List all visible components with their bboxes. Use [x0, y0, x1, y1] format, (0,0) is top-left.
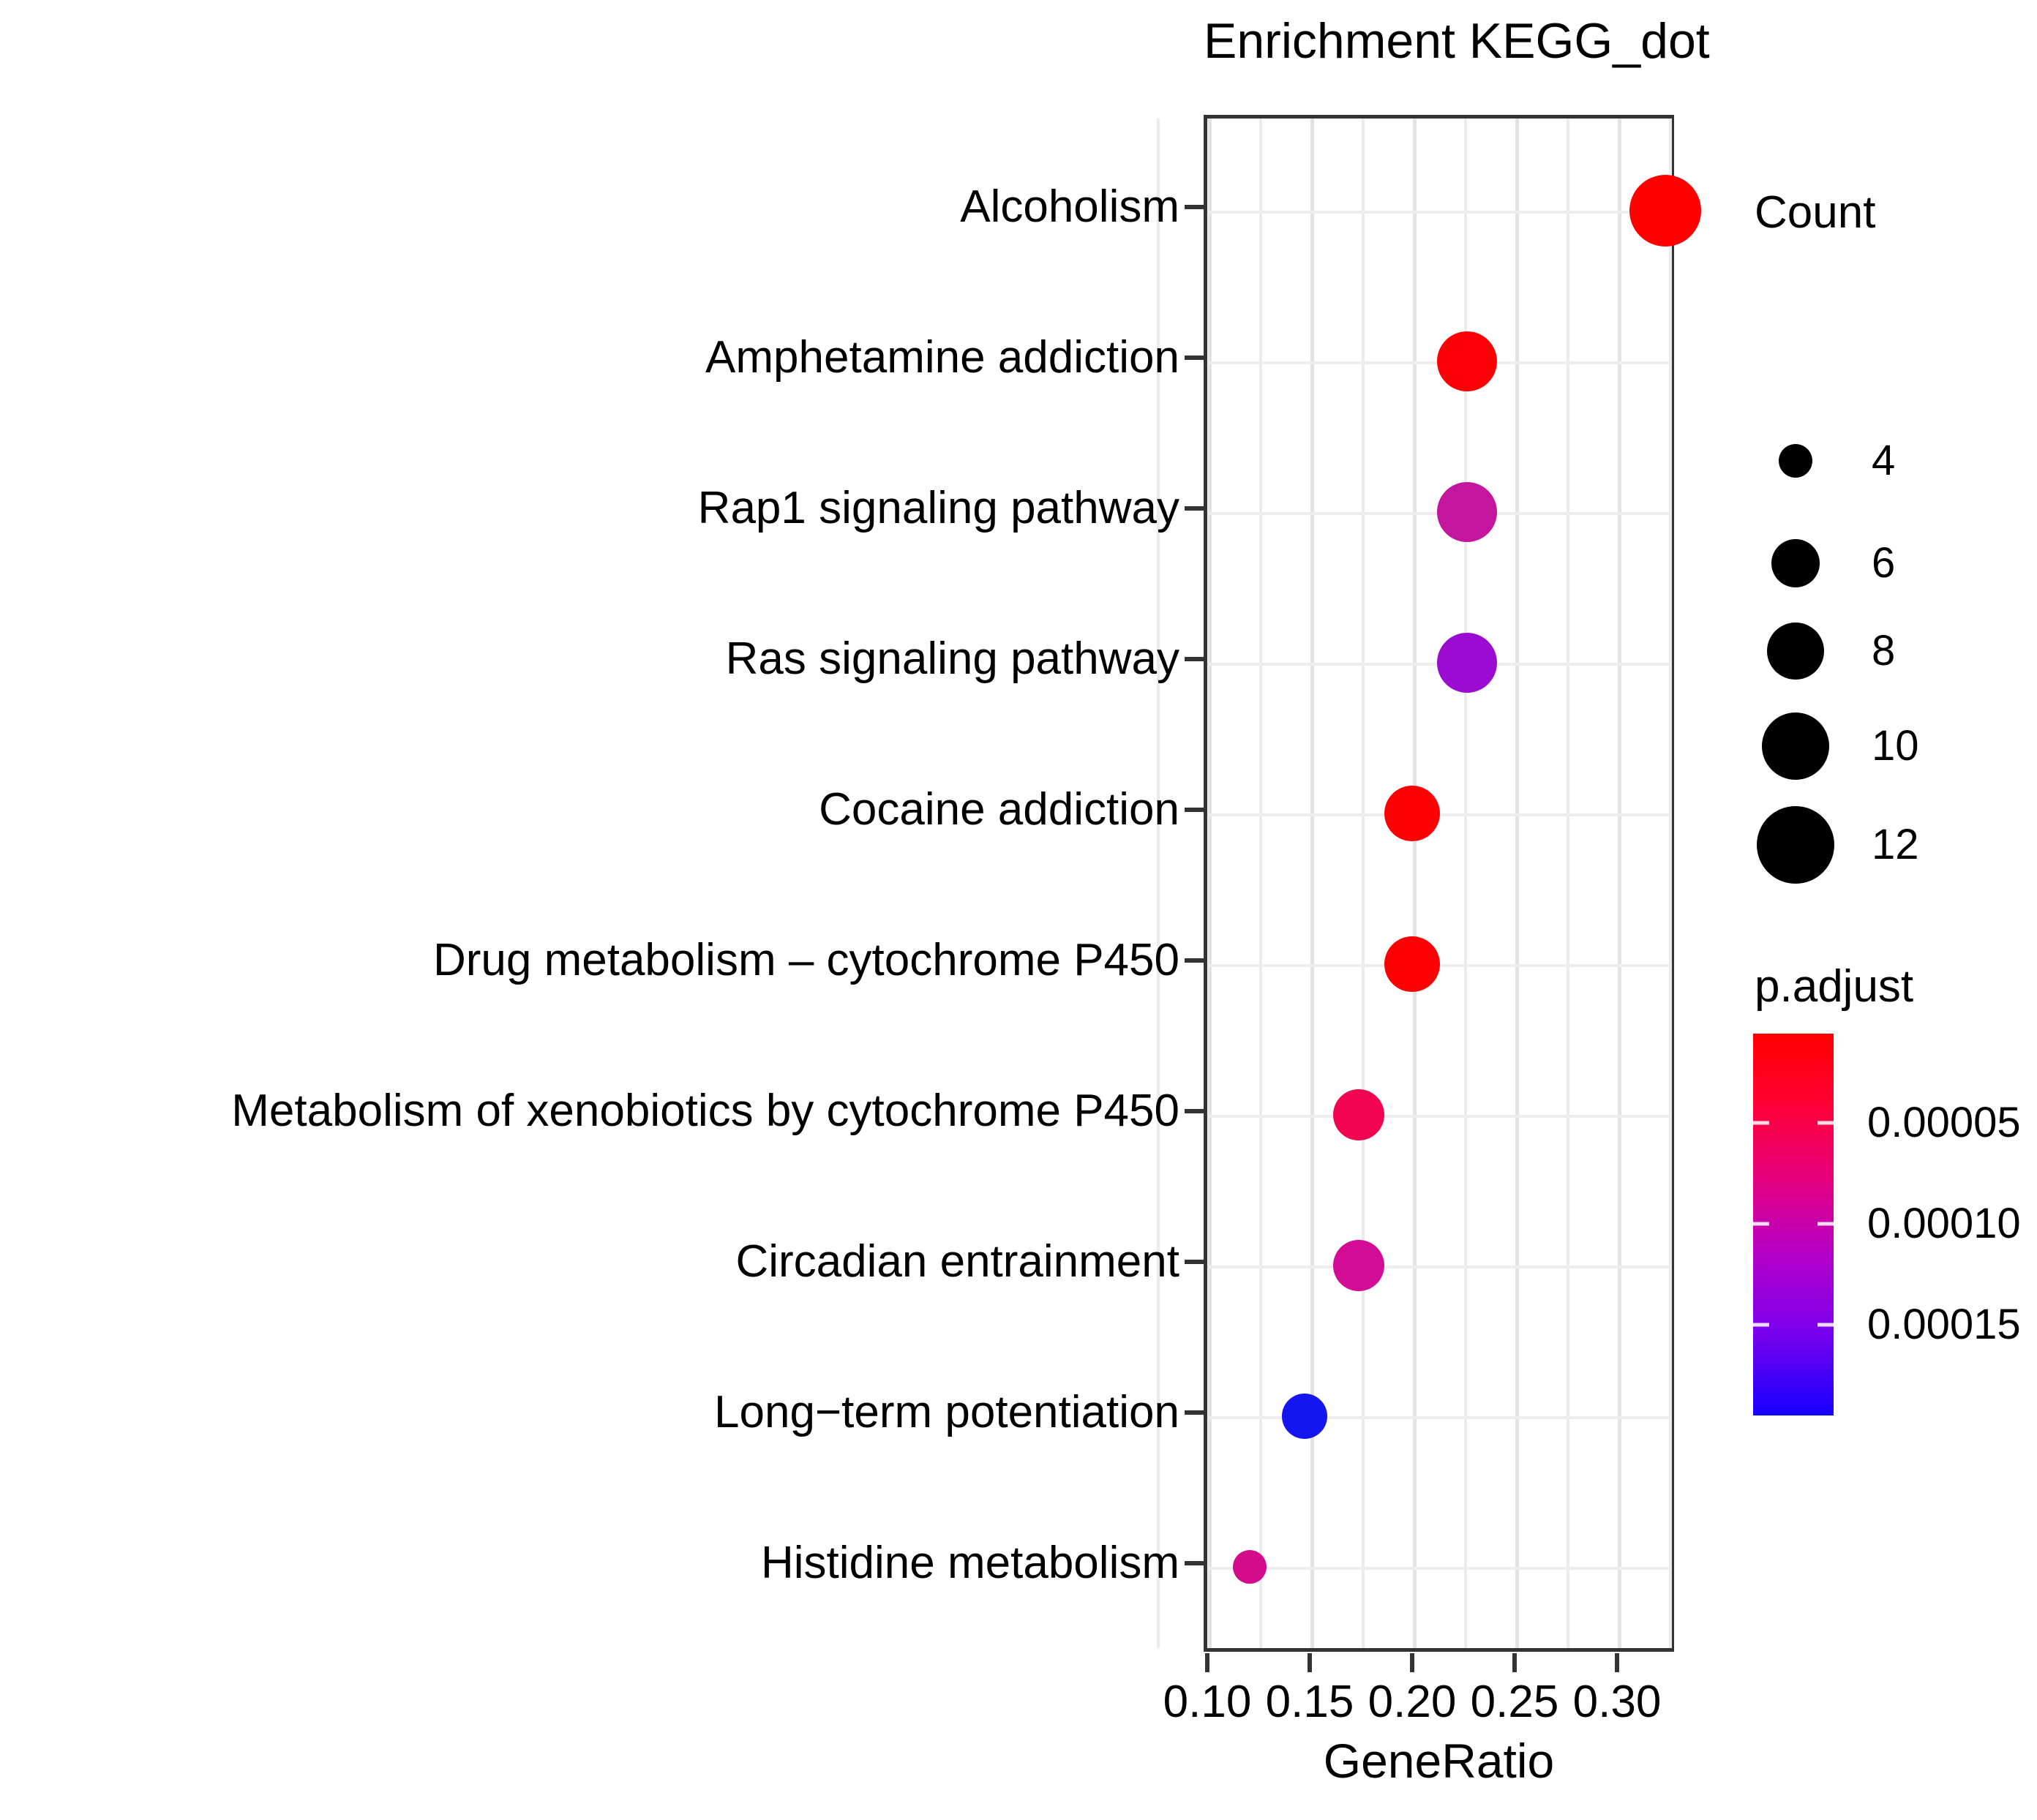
y-axis-tick — [1185, 1260, 1204, 1264]
colorbar-ticklabel: 0.00010 — [1867, 1200, 2021, 1247]
legend-count-dot-4 — [1779, 444, 1812, 478]
data-point[interactable] — [1384, 786, 1440, 841]
y-axis-tick — [1185, 1109, 1204, 1113]
legend-count-label: 8 — [1872, 627, 1896, 674]
x-axis-ticklabel: 0.25 — [1470, 1677, 1559, 1727]
legend-count-dot-8 — [1767, 623, 1824, 680]
gridline-v-major — [1310, 119, 1314, 1648]
colorbar-tick — [1817, 1222, 1834, 1226]
y-axis-label-drug-metabolism: Drug metabolism – cytochrome P450 — [432, 935, 1179, 985]
colorbar-tick — [1753, 1222, 1769, 1226]
legend-count-title: Count — [1755, 187, 1876, 238]
gridline-v-major — [1515, 119, 1519, 1648]
x-axis-tick — [1308, 1653, 1312, 1672]
y-axis-label-cocaine: Cocaine addiction — [819, 784, 1179, 835]
y-axis-label-rap1: Rap1 signaling pathway — [697, 483, 1179, 533]
x-axis-tick — [1512, 1653, 1517, 1672]
colorbar-tick — [1817, 1121, 1834, 1125]
legend-count-dot-6 — [1771, 539, 1820, 587]
y-axis-tick — [1185, 205, 1204, 209]
y-axis-label-ras: Ras signaling pathway — [725, 633, 1179, 684]
legend-count-dot-12 — [1757, 806, 1834, 884]
gridline-v-minor — [1157, 119, 1160, 1648]
x-axis-tick — [1615, 1653, 1619, 1672]
x-axis-title: GeneRatio — [1323, 1734, 1555, 1788]
y-axis-tick — [1185, 356, 1204, 360]
gridline-h — [1207, 211, 1670, 214]
legend-count-label: 6 — [1872, 539, 1896, 587]
y-axis-tick — [1185, 657, 1204, 661]
y-axis-tick — [1185, 958, 1204, 963]
colorbar-tick — [1753, 1121, 1769, 1125]
gridline-v-major — [1618, 119, 1621, 1648]
colorbar-tick — [1817, 1323, 1834, 1327]
legend-padjust-title: p.adjust — [1755, 961, 1914, 1012]
data-point[interactable] — [1233, 1550, 1267, 1584]
gridline-h — [1207, 1266, 1670, 1268]
y-axis-tick — [1185, 1410, 1204, 1415]
legend-count-dot-10 — [1762, 712, 1829, 780]
legend-count-label: 12 — [1872, 821, 1919, 868]
x-axis-ticklabel: 0.30 — [1572, 1677, 1662, 1727]
data-point[interactable] — [1437, 482, 1497, 542]
gridline-v-major — [1208, 119, 1212, 1648]
gridline-h — [1207, 1416, 1670, 1419]
y-axis-label-xenobiotics: Metabolism of xenobiotics by cytochrome … — [231, 1086, 1179, 1136]
x-axis-ticklabel: 0.10 — [1163, 1677, 1252, 1727]
data-point[interactable] — [1437, 331, 1497, 391]
data-point[interactable] — [1282, 1394, 1327, 1439]
legend-count-label: 10 — [1872, 722, 1919, 770]
data-point[interactable] — [1384, 936, 1440, 992]
x-axis-ticklabel: 0.20 — [1368, 1677, 1457, 1727]
gridline-v-minor — [1567, 119, 1569, 1648]
legend-count-label: 4 — [1872, 437, 1896, 484]
data-point[interactable] — [1437, 633, 1497, 693]
gridline-v-minor — [1669, 119, 1672, 1648]
y-axis-label-alcoholism: Alcoholism — [960, 181, 1179, 232]
colorbar-tick — [1753, 1323, 1769, 1327]
gridline-h — [1207, 1115, 1670, 1118]
gridline-h — [1207, 1567, 1670, 1570]
y-axis-label-potentiation: Long−term potentiation — [714, 1387, 1179, 1437]
data-point[interactable] — [1333, 1240, 1384, 1291]
y-axis-label-histidine: Histidine metabolism — [761, 1538, 1179, 1588]
y-axis-tick — [1185, 506, 1204, 511]
x-axis-tick — [1410, 1653, 1414, 1672]
colorbar-ticklabel: 0.00005 — [1867, 1099, 2021, 1146]
gridline-v-minor — [1464, 119, 1467, 1648]
plot-panel — [1157, 115, 1701, 1652]
y-axis-label-circadian: Circadian entrainment — [735, 1236, 1179, 1287]
colorbar-gradient[interactable] — [1753, 1034, 1834, 1415]
y-axis-label-amphetamine: Amphetamine addiction — [705, 332, 1179, 383]
data-point[interactable] — [1333, 1089, 1384, 1140]
gridline-v-minor — [1259, 119, 1262, 1648]
gridline-v-major — [1413, 119, 1417, 1648]
page-title: Enrichment KEGG_dot — [1204, 13, 1710, 69]
colorbar-ticklabel: 0.00015 — [1867, 1301, 2021, 1348]
gridline-v-minor — [1362, 119, 1365, 1648]
x-axis-tick — [1205, 1653, 1209, 1672]
y-axis-tick — [1185, 808, 1204, 812]
x-axis-ticklabel: 0.15 — [1265, 1677, 1354, 1727]
data-point[interactable] — [1629, 175, 1701, 247]
y-axis-tick — [1185, 1561, 1204, 1565]
